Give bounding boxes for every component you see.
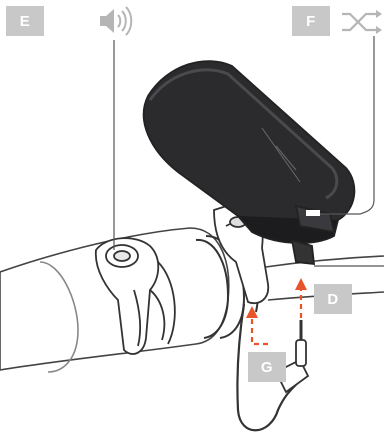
speaker-volume-icon [100, 7, 131, 35]
shuffle-icon [342, 10, 382, 34]
callout-g: G [248, 352, 286, 382]
callout-f: F [292, 6, 330, 36]
callout-d: D [314, 284, 352, 314]
arrow-head-jack [295, 278, 307, 290]
callout-e: E [6, 6, 44, 36]
